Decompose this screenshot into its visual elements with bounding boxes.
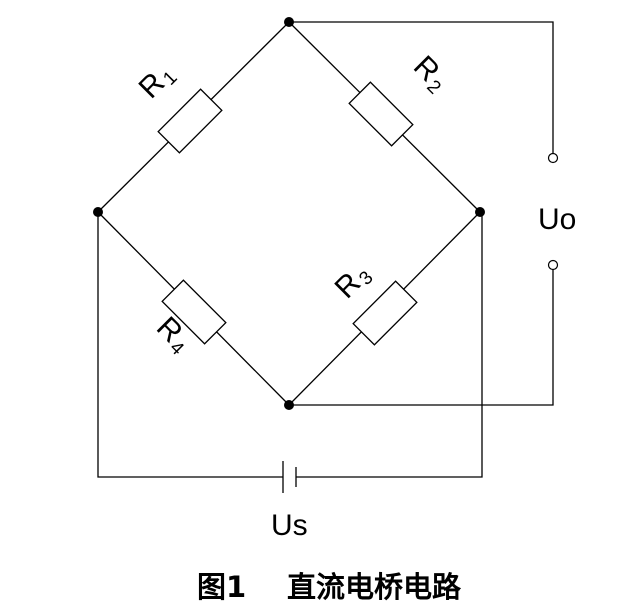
- resistor-r4-body: [161, 279, 227, 345]
- node-left: [93, 207, 103, 217]
- resistor-r1-label: R1: [133, 57, 182, 106]
- wire-supply-left: [97, 212, 283, 478]
- output-terminal-bottom: [547, 259, 559, 271]
- source-voltage-label: Us: [271, 509, 308, 542]
- resistor-r1-body: [157, 88, 223, 154]
- resistor-r2-label: R2: [406, 50, 455, 99]
- resistor-r2-body: [348, 81, 414, 147]
- figure-title: 直流电桥电路: [287, 570, 462, 604]
- wire-output-top: [289, 21, 554, 158]
- node-bottom: [284, 400, 294, 410]
- figure-number: 图1: [197, 570, 246, 604]
- output-terminal-top: [547, 152, 559, 164]
- wire-output-bottom: [289, 265, 554, 406]
- output-voltage-label: Uo: [538, 203, 576, 236]
- resistor-r3-label: R3: [329, 257, 378, 306]
- node-top: [284, 17, 294, 27]
- wire-supply-right: [296, 212, 483, 478]
- resistor-r3-body: [352, 280, 418, 346]
- node-right: [475, 207, 485, 217]
